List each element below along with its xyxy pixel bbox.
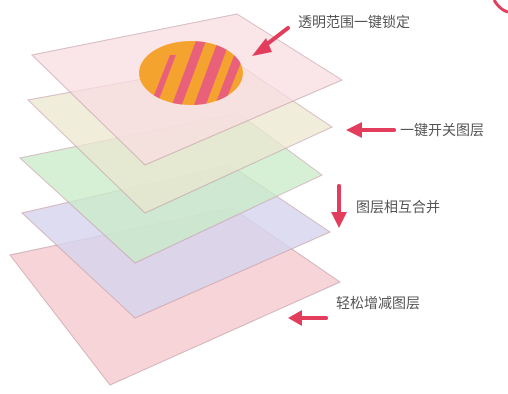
arrow-left-icon — [288, 310, 328, 326]
oval-stripe — [170, 41, 210, 105]
corner-mark — [492, 0, 508, 14]
arrow-left-icon — [346, 122, 396, 138]
label-lock-transparency: 透明范围一键锁定 — [298, 14, 410, 31]
arrow-down-icon — [331, 184, 347, 228]
label-merge-layers: 图层相互合并 — [356, 200, 440, 216]
oval-stripe — [192, 41, 234, 105]
arrow-down-left-icon — [252, 26, 290, 56]
label-toggle-layer: 一键开关图层 — [400, 123, 484, 139]
transparency-oval — [139, 41, 243, 105]
label-add-remove-layers: 轻松增减图层 — [336, 296, 420, 312]
